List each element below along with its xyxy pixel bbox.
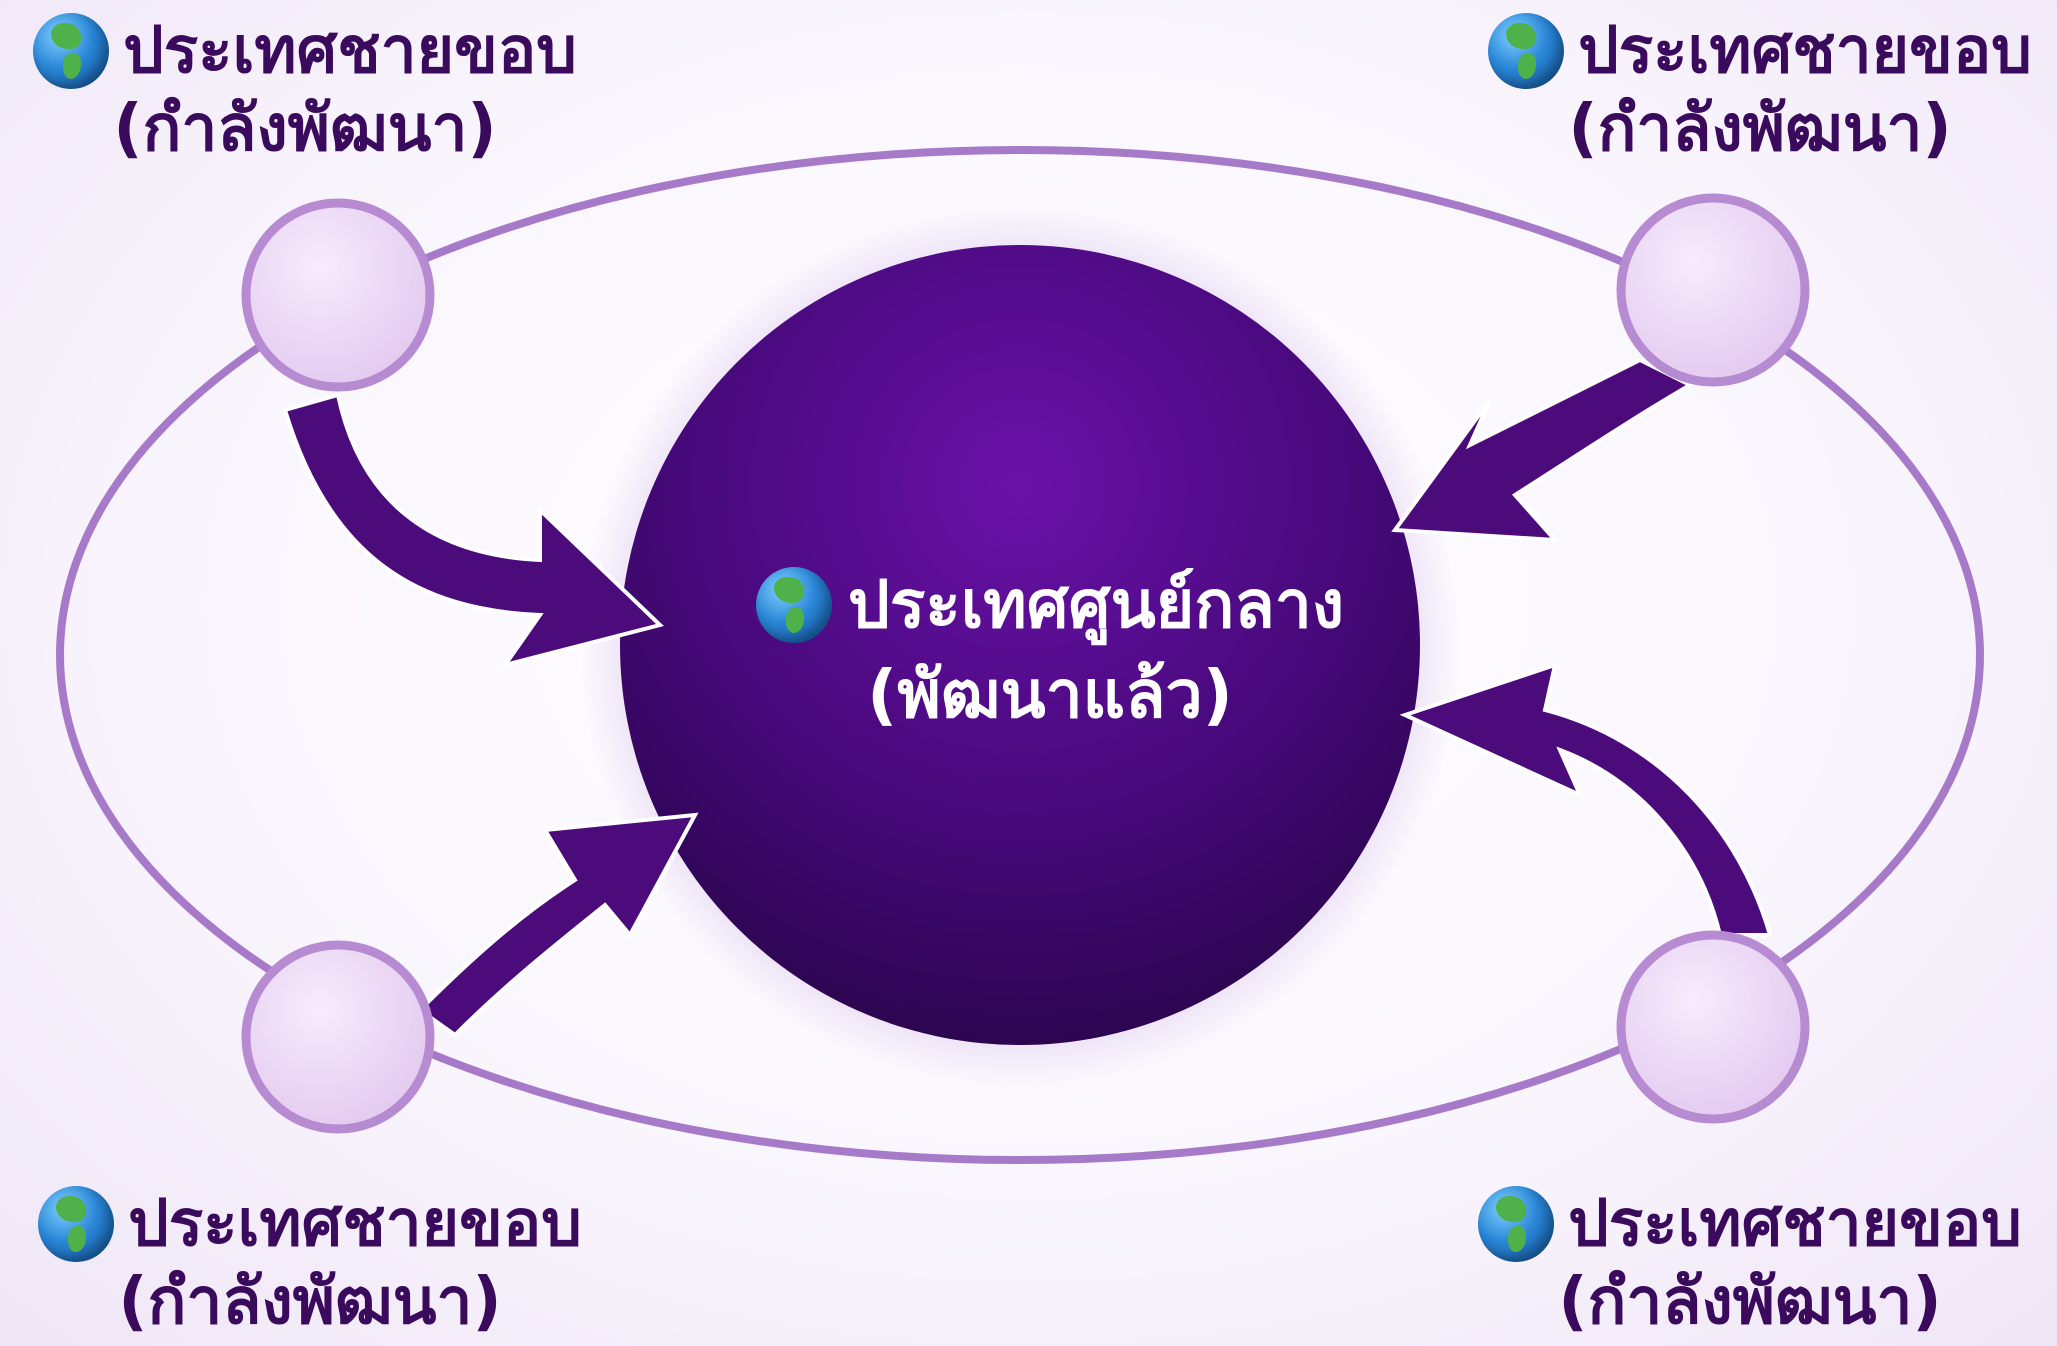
center-node-label: ประเทศศูนย์กลาง (พัฒนาแล้ว) [700, 560, 1400, 740]
periphery-node-bottom-right [1616, 930, 1810, 1124]
periphery-node-top-left [241, 198, 435, 392]
periphery-title: ประเทศชายขอบ [1578, 14, 2032, 88]
globe-americas-icon [1488, 13, 1565, 89]
periphery-subtitle: (กำลังพัฒนา) [118, 1265, 502, 1339]
globe-americas-icon [755, 567, 832, 643]
periphery-label-top-right: ประเทศชายขอบ (กำลังพัฒนา) [1470, 12, 2050, 168]
periphery-title: ประเทศชายขอบ [128, 1187, 582, 1261]
arrow-bottom-left [416, 812, 699, 1038]
periphery-subtitle: (กำลังพัฒนา) [1568, 92, 1952, 166]
periphery-label-bottom-left: ประเทศชายขอบ (กำลังพัฒนา) [20, 1185, 600, 1341]
periphery-node-bottom-left [241, 940, 435, 1134]
globe-europe-africa-icon [38, 1186, 115, 1262]
center-node-title: ประเทศศูนย์กลาง [847, 566, 1345, 643]
arrow-top-right [1391, 357, 1695, 543]
flow-arrows [282, 357, 1773, 1038]
periphery-title: ประเทศชายขอบ [123, 14, 577, 88]
center-node-subtitle: (พัฒนาแล้ว) [867, 656, 1233, 733]
arrow-bottom-right [1399, 661, 1773, 937]
globe-asia-icon [33, 13, 110, 89]
periphery-subtitle: (กำลังพัฒนา) [113, 92, 497, 166]
periphery-node-top-right [1616, 193, 1810, 387]
periphery-subtitle: (กำลังพัฒนา) [1558, 1265, 1942, 1339]
globe-europe-africa-icon [1478, 1186, 1555, 1262]
periphery-title: ประเทศชายขอบ [1568, 1187, 2022, 1261]
orbit-ring [56, 146, 1984, 1164]
arrow-top-left [282, 392, 664, 669]
core-sphere [620, 245, 1420, 1045]
periphery-label-bottom-right: ประเทศชายขอบ (กำลังพัฒนา) [1450, 1185, 2050, 1341]
periphery-label-top-left: ประเทศชายขอบ (กำลังพัฒนา) [15, 12, 595, 168]
